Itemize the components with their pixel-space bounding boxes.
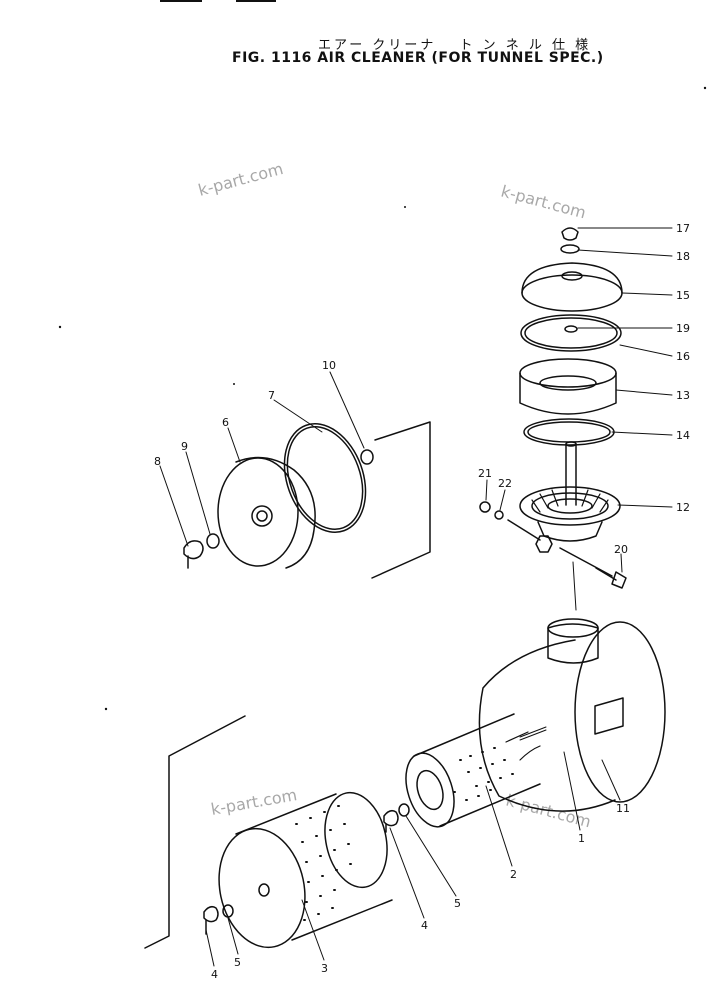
stud-12 (565, 441, 577, 506)
label-22: 22 (498, 477, 512, 490)
label-2: 2 (510, 868, 517, 881)
watermark-1: k-part.com (196, 159, 285, 200)
label-20: 20 (614, 543, 628, 556)
wing-nut-8 (183, 540, 204, 569)
label-14: 14 (676, 429, 690, 442)
top-crop-line-left (160, 0, 202, 2)
label-21: 21 (478, 467, 492, 480)
watermark-2: k-part.com (499, 182, 588, 223)
inlet-tube-1 (519, 726, 547, 741)
label-6: 6 (222, 416, 229, 429)
leader-lines (159, 227, 673, 967)
end-cover-6 (217, 456, 316, 569)
clamp-bracket (507, 519, 553, 553)
figure-title-english: FIG. 1116 AIR CLEANER (FOR TUNNEL SPEC.) (232, 50, 604, 66)
baffle-12 (519, 486, 621, 542)
label-11: 11 (616, 802, 630, 815)
outer-element-3 (218, 791, 393, 949)
label-18: 18 (676, 250, 690, 263)
inner-element-2 (405, 713, 541, 828)
label-8: 8 (154, 455, 161, 468)
label-1: 1 (578, 832, 585, 845)
label-4-lower: 4 (211, 968, 218, 981)
label-15: 15 (676, 289, 690, 302)
label-10: 10 (322, 359, 336, 372)
cover-15 (521, 262, 623, 312)
gasket-7 (283, 423, 367, 533)
top-crop-line-right (236, 0, 276, 2)
scan-specks (58, 86, 707, 711)
label-5-upper: 5 (454, 897, 461, 910)
label-5-lower: 5 (234, 956, 241, 969)
bolt-20 (559, 547, 627, 589)
cap-nut-17 (561, 227, 579, 241)
label-3: 3 (321, 962, 328, 975)
label-16: 16 (676, 350, 690, 363)
gasket-19 (520, 314, 622, 352)
label-12: 12 (676, 501, 690, 514)
washer-5-lower (222, 904, 234, 918)
cup-13 (519, 358, 617, 415)
label-7: 7 (268, 389, 275, 402)
ring-14 (523, 418, 615, 446)
washer-22 (494, 510, 504, 520)
label-4-upper: 4 (421, 919, 428, 932)
label-17: 17 (676, 222, 690, 235)
housing-11 (478, 618, 666, 812)
washer-9 (206, 533, 220, 549)
label-13: 13 (676, 389, 690, 402)
bracket-frame-upper (371, 421, 431, 579)
hole-plug-21 (479, 501, 491, 513)
label-19: 19 (676, 322, 690, 335)
washer-18 (560, 244, 580, 254)
wing-nut-4-upper (383, 809, 399, 833)
figure-title-japanese: エアー クリーナ ト ン ネ ル 仕 様 (318, 38, 592, 53)
bracket-frame-lower (144, 715, 246, 949)
washer-10 (360, 449, 374, 465)
washer-5-upper (398, 803, 410, 817)
label-9: 9 (181, 440, 188, 453)
